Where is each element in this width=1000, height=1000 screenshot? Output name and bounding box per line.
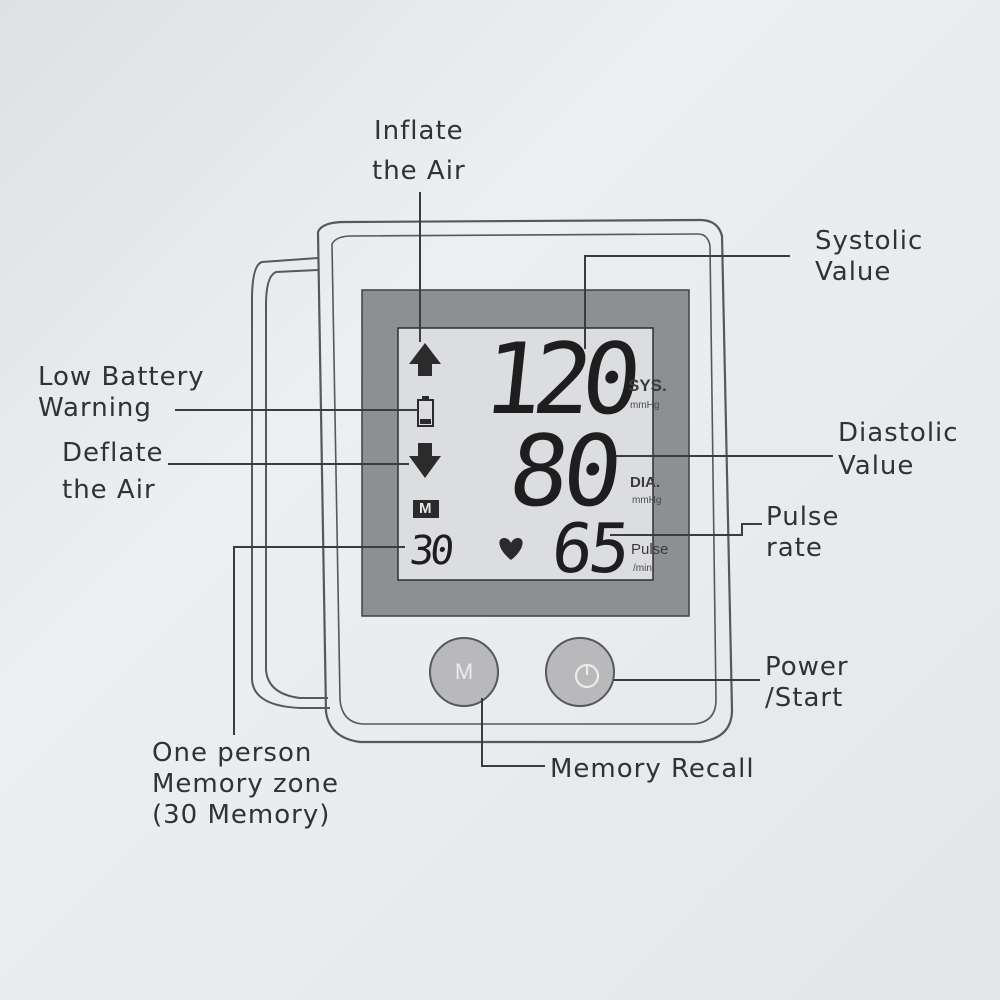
dia-mmhg: mmHg [632, 495, 662, 506]
dia-unit: DIA. [630, 474, 660, 491]
memory-button-label: M [454, 659, 474, 684]
memory-button-shape [429, 637, 499, 707]
sys-unit: SYS. [628, 376, 667, 395]
pulse-leader [610, 523, 762, 536]
memory-badge-label: M [419, 500, 432, 517]
label-memory-recall: Memory Recall [550, 754, 755, 784]
memory-badge [413, 500, 439, 518]
memory-zone-leader [233, 546, 405, 735]
device-body-outer [316, 218, 734, 744]
pulse-unit: Pulse [631, 541, 669, 558]
deflate-arrow-icon [409, 443, 441, 478]
label-power: Power/Start [765, 652, 849, 713]
memory-recall-leader [481, 698, 545, 767]
systolic-leader [584, 255, 790, 349]
pulse-display: 65 [547, 510, 631, 589]
memory-recall-button[interactable]: M [430, 638, 498, 706]
pulse-min: /min [633, 563, 652, 574]
lcd-panel [397, 327, 654, 581]
sys-mmhg: mmHg [630, 400, 660, 411]
memory-count-display: 30 [407, 528, 453, 574]
inflate-arrow-icon [409, 343, 441, 376]
heart-icon [499, 538, 523, 560]
device-strap-outline [251, 257, 330, 709]
power-start-button[interactable] [546, 638, 614, 706]
device-body-inner [331, 233, 717, 725]
